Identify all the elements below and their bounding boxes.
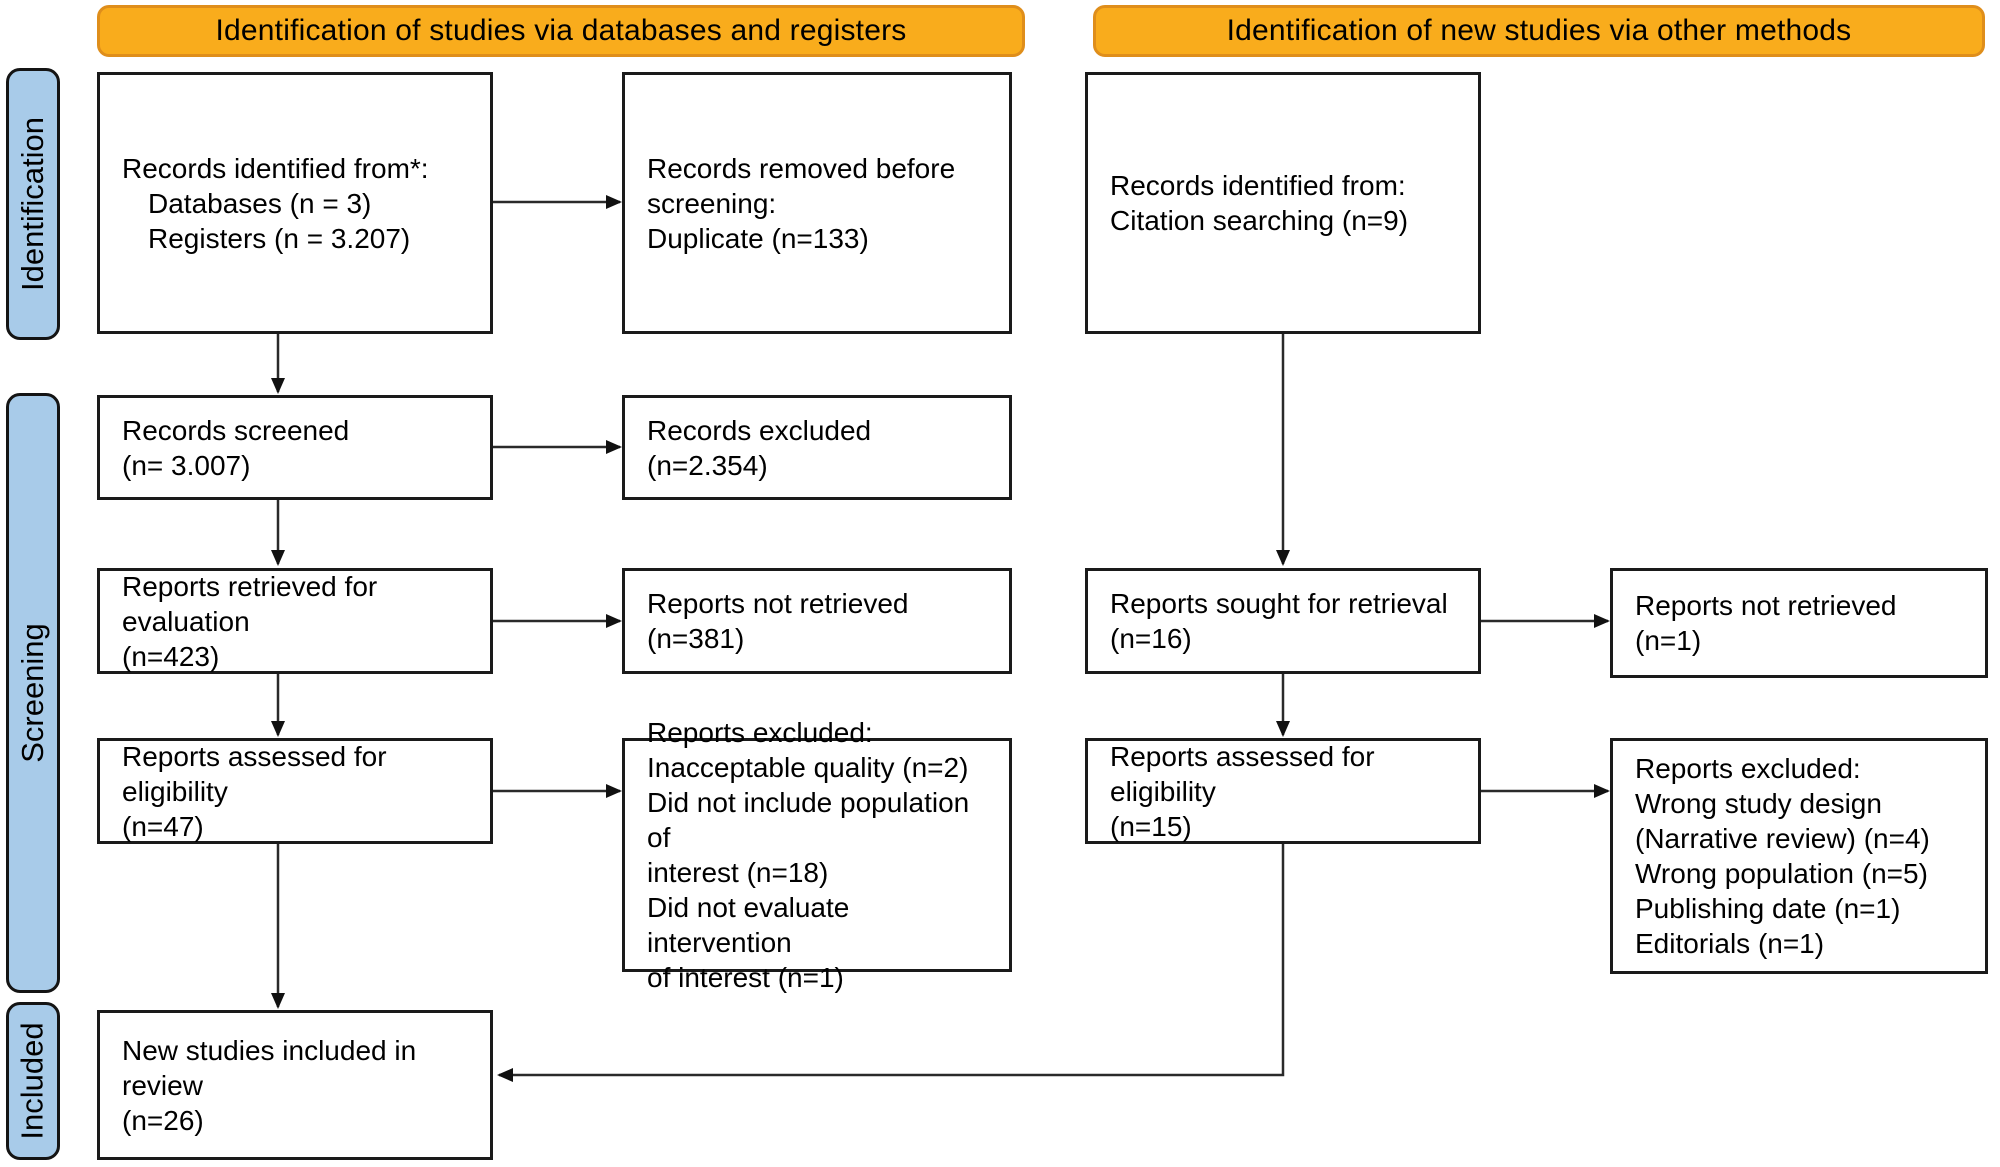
box-line: Reports excluded: [1635,753,1861,784]
box-line: eligibility [1110,775,1216,807]
box-line: (Narrative review) (n=4) [1635,823,1930,854]
stage-identification-label: Identification [15,116,50,292]
box-line: Duplicate (n=133) [647,222,869,254]
box-line: Reports sought for retrieval [1110,588,1448,619]
box-line: Did not evaluate intervention [647,892,850,958]
box-line: Reports not retrieved [1635,590,1897,621]
box-line: eligibility [122,775,228,807]
box-new-studies-included: New studies included in review (n=26) [97,1010,493,1160]
box-line: (n=47) [122,810,204,842]
box-line: Publishing date (n=1) [1635,893,1901,924]
box-reports-not-retrieved-other: Reports not retrieved (n=1) [1610,568,1988,678]
box-line: evaluation [122,605,250,637]
box-line: (n=16) [1110,623,1192,654]
box-line: Reports retrieved for [122,570,378,602]
stage-identification: Identification [6,68,60,340]
box-reports-not-retrieved-databases: Reports not retrieved (n=381) [622,568,1012,674]
box-line: Records excluded [647,414,872,446]
box-line: Records identified from: [1110,170,1406,201]
box-line: screening: [647,187,777,219]
box-line: Inacceptable quality (n=2) [647,752,969,783]
box-reports-retrieved-evaluation: Reports retrieved for evaluation (n=423) [97,568,493,674]
box-line: Records removed before [647,152,956,184]
box-line: of interest (n=1) [647,962,844,993]
box-line: Registers (n = 3.207) [148,222,411,254]
box-line: Reports excluded: [647,717,873,748]
banner-databases-registers-label: Identification of studies via databases … [215,14,907,47]
banner-other-methods: Identification of new studies via other … [1093,5,1985,57]
box-line: New studies included in [122,1034,417,1066]
box-records-screened: Records screened (n= 3.007) [97,395,493,500]
box-line: Databases (n = 3) [148,187,372,219]
box-line: (n=2.354) [647,449,768,481]
box-line: Reports assessed for [1110,740,1375,772]
box-line: Editorials (n=1) [1635,928,1825,959]
box-records-excluded: Records excluded (n=2.354) [622,395,1012,500]
box-records-removed: Records removed before screening: Duplic… [622,72,1012,334]
box-line: (n=26) [122,1104,204,1136]
stage-screening: Screening [6,393,60,993]
box-line: Records screened [122,414,350,446]
box-reports-assessed-other: Reports assessed for eligibility (n=15) [1085,738,1481,844]
box-line: (n=15) [1110,810,1192,842]
box-line: (n=1) [1635,625,1702,656]
box-reports-excluded-databases: Reports excluded: Inacceptable quality (… [622,717,1012,993]
box-line: interest (n=18) [647,857,829,888]
box-line: review [122,1069,203,1101]
banner-databases-registers: Identification of studies via databases … [97,5,1025,57]
box-line: (n= 3.007) [122,449,251,481]
box-reports-excluded-other: Reports excluded: Wrong study design (Na… [1610,738,1988,974]
box-line: Citation searching (n=9) [1110,205,1409,236]
box-records-identified-databases: Records identified from*: Databases (n =… [97,72,493,334]
box-line: Did not include population of [647,787,970,853]
box-reports-assessed-databases: Reports assessed for eligibility (n=47) [97,738,493,844]
box-line: Wrong population (n=5) [1635,858,1928,889]
stage-included-label: Included [15,1022,50,1140]
box-records-identified-citation: Records identified from: Citation search… [1085,72,1481,334]
box-line: Wrong study design [1635,788,1882,819]
box-line: Reports assessed for [122,740,387,772]
box-reports-sought-retrieval: Reports sought for retrieval (n=16) [1085,568,1481,674]
box-line: (n=381) [647,623,745,654]
box-line: Records identified from*: [122,152,429,184]
stage-screening-label: Screening [15,623,50,763]
box-line: Reports not retrieved [647,588,909,619]
box-line: (n=423) [122,640,220,672]
stage-included: Included [6,1002,60,1160]
banner-other-methods-label: Identification of new studies via other … [1226,14,1852,47]
